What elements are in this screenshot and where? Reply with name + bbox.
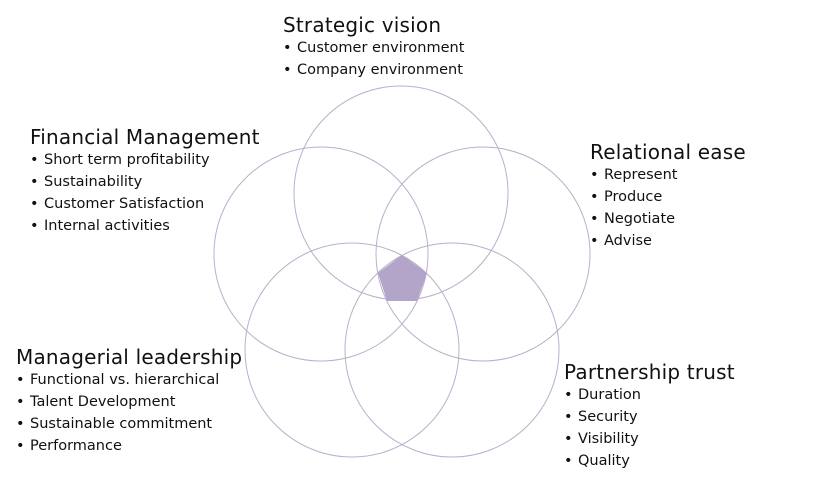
list-item: •Duration [564,387,641,403]
circle-managerial-leadership [244,242,460,458]
group-managerial-leadership: Managerial leadership •Functional vs. hi… [16,345,242,457]
list-item: •Produce [590,189,663,205]
group-strategic-vision: Strategic vision •Customer environment •… [283,13,464,81]
list-item: •Security [564,409,638,425]
group-list-strategic-vision: •Customer environment •Company environme… [283,37,464,81]
list-item: •Talent Development [16,394,176,410]
list-item: •Performance [16,438,122,454]
list-item: •Visibility [564,431,639,447]
group-list-partnership-trust: •Duration •Security •Visibility •Quality [564,384,735,472]
group-list-relational-ease: •Represent •Produce •Negotiate •Advise [590,164,746,252]
group-partnership-trust: Partnership trust •Duration •Security •V… [564,360,735,472]
list-item: •Customer environment [283,40,465,56]
group-title-strategic-vision: Strategic vision [283,13,442,37]
group-relational-ease: Relational ease •Represent •Produce •Neg… [590,140,746,252]
circle-relational-ease [375,146,591,362]
list-item: •Quality [564,453,630,469]
list-item: •Sustainability [30,174,143,190]
circle-partnership-trust [344,242,560,458]
list-item: •Advise [590,233,652,249]
center-pentagon [378,255,427,301]
list-item: •Company environment [283,62,463,78]
group-title-managerial-leadership: Managerial leadership [16,345,243,369]
group-list-financial-management: •Short term profitability •Sustainabilit… [30,149,260,237]
circle-financial-management [213,146,429,362]
list-item: •Represent [590,167,678,183]
group-title-partnership-trust: Partnership trust [564,360,735,384]
list-item: •Functional vs. hierarchical [16,372,220,388]
list-item: •Negotiate [590,211,676,227]
list-item: •Sustainable commitment [16,416,213,432]
group-financial-management: Financial Management •Short term profita… [30,125,260,237]
group-title-relational-ease: Relational ease [590,140,746,164]
list-item: •Customer Satisfaction [30,196,205,212]
group-title-financial-management: Financial Management [30,125,260,149]
list-item: •Short term profitability [30,152,210,168]
list-item: •Internal activities [30,218,170,234]
group-list-managerial-leadership: •Functional vs. hierarchical •Talent Dev… [16,369,242,457]
